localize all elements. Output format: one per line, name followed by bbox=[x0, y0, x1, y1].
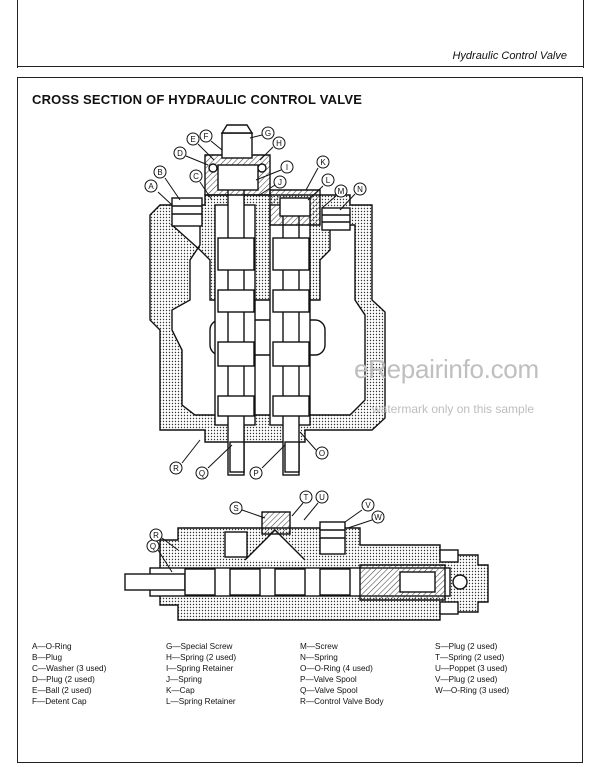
legend-column-1: A—O-Ring B—Plug C—Washer (3 used) D—Plug… bbox=[32, 641, 106, 707]
legend-item: E—Ball (2 used) bbox=[32, 686, 92, 695]
svg-text:I: I bbox=[286, 163, 288, 172]
page-header-title: Hydraulic Control Valve bbox=[452, 50, 567, 62]
legend-item: O—O-Ring (4 used) bbox=[300, 664, 373, 673]
content-frame bbox=[17, 77, 583, 763]
svg-text:R: R bbox=[153, 531, 159, 540]
legend-item: W—O-Ring (3 used) bbox=[435, 686, 510, 695]
legend-item: L—Spring Retainer bbox=[166, 697, 236, 706]
legend-item: D—Plug (2 used) bbox=[32, 675, 95, 684]
svg-text:H: H bbox=[276, 139, 282, 148]
callout-t: T bbox=[291, 490, 313, 517]
legend-column-4: S—Plug (2 used) T—Spring (2 used) U—Popp… bbox=[435, 641, 509, 696]
svg-text:M: M bbox=[338, 187, 345, 196]
svg-text:U: U bbox=[319, 493, 325, 502]
legend-item: U—Poppet (3 used) bbox=[435, 664, 508, 673]
callout-r-bottom: R bbox=[149, 528, 179, 551]
svg-text:F: F bbox=[204, 132, 209, 141]
callout-o: O bbox=[299, 431, 329, 460]
legend-item: K—Cap bbox=[166, 686, 195, 695]
callout-d: D bbox=[173, 146, 209, 166]
callout-b: B bbox=[153, 165, 181, 201]
svg-text:E: E bbox=[190, 135, 195, 144]
callout-h: H bbox=[259, 136, 286, 161]
legend-item: Q—Valve Spool bbox=[300, 686, 358, 695]
legend-item: V—Plug (2 used) bbox=[435, 675, 498, 684]
legend-item: T—Spring (2 used) bbox=[435, 653, 505, 662]
legend-item: B—Plug bbox=[32, 653, 63, 662]
legend-item: I—Spring Retainer bbox=[166, 664, 234, 673]
callout-m: M bbox=[321, 184, 348, 209]
top-callouts: A B C D E F G H I J K L M N O P Q R bbox=[144, 126, 367, 480]
legend-item: G—Special Screw bbox=[166, 642, 233, 651]
callout-n: N bbox=[339, 182, 367, 211]
svg-text:Q: Q bbox=[199, 469, 205, 478]
svg-text:P: P bbox=[253, 469, 258, 478]
svg-text:V: V bbox=[365, 501, 371, 510]
header-rule bbox=[17, 66, 584, 67]
legend-item: R—Control Valve Body bbox=[300, 697, 384, 706]
callout-f: F bbox=[199, 129, 223, 151]
callout-q: Q bbox=[195, 444, 233, 480]
bottom-callouts: S T U V W Q R bbox=[146, 490, 385, 573]
legend-item: A—O-Ring bbox=[32, 642, 72, 651]
callout-k: K bbox=[305, 155, 330, 191]
svg-text:D: D bbox=[177, 149, 183, 158]
svg-text:O: O bbox=[319, 449, 325, 458]
callout-c: C bbox=[189, 169, 213, 201]
callout-l: L bbox=[307, 173, 335, 201]
callout-s: S bbox=[229, 501, 266, 519]
section-title: CROSS SECTION OF HYDRAULIC CONTROL VALVE bbox=[32, 92, 363, 107]
callout-u: U bbox=[303, 490, 329, 521]
right-margin-rule bbox=[583, 0, 584, 68]
svg-text:N: N bbox=[357, 185, 363, 194]
watermark-subtitle: watermark only on this sample bbox=[372, 402, 535, 416]
svg-text:G: G bbox=[265, 129, 271, 138]
bottom-section bbox=[124, 511, 489, 621]
legend-item: J—Spring bbox=[166, 675, 202, 684]
callout-g: G bbox=[249, 126, 275, 140]
legend-item: S—Plug (2 used) bbox=[435, 642, 498, 651]
watermark-title: eRepairinfo.com bbox=[354, 354, 539, 384]
svg-text:B: B bbox=[157, 168, 162, 177]
plug-b bbox=[171, 197, 203, 227]
svg-text:T: T bbox=[304, 493, 309, 502]
svg-text:W: W bbox=[374, 513, 382, 522]
legend-item: P—Valve Spool bbox=[300, 675, 357, 684]
legend-item: F—Detent Cap bbox=[32, 697, 87, 706]
svg-text:Q: Q bbox=[150, 542, 156, 551]
legend-column-2: G—Special Screw H—Spring (2 used) I—Spri… bbox=[166, 641, 236, 707]
callout-w: W bbox=[347, 510, 385, 529]
svg-text:R: R bbox=[173, 464, 179, 473]
legend-item: N—Spring bbox=[300, 653, 338, 662]
svg-text:A: A bbox=[148, 182, 154, 191]
svg-text:J: J bbox=[278, 178, 282, 187]
top-section bbox=[149, 124, 386, 476]
callout-r: R bbox=[169, 439, 201, 475]
callout-v: V bbox=[344, 498, 375, 523]
legend-column-3: M—Screw N—Spring O—O-Ring (4 used) P—Val… bbox=[300, 641, 384, 707]
svg-text:S: S bbox=[233, 504, 238, 513]
callout-a: A bbox=[144, 179, 173, 206]
legend-item: H—Spring (2 used) bbox=[166, 653, 237, 662]
svg-text:K: K bbox=[320, 158, 326, 167]
callout-e: E bbox=[186, 132, 215, 161]
callout-i: I bbox=[255, 160, 294, 181]
left-margin-rule bbox=[17, 0, 18, 68]
callout-p: P bbox=[249, 444, 286, 480]
callout-j: J bbox=[257, 175, 287, 197]
legend-item: M—Screw bbox=[300, 642, 338, 651]
legend-item: C—Washer (3 used) bbox=[32, 664, 107, 673]
svg-text:C: C bbox=[193, 172, 199, 181]
svg-text:L: L bbox=[326, 176, 331, 185]
